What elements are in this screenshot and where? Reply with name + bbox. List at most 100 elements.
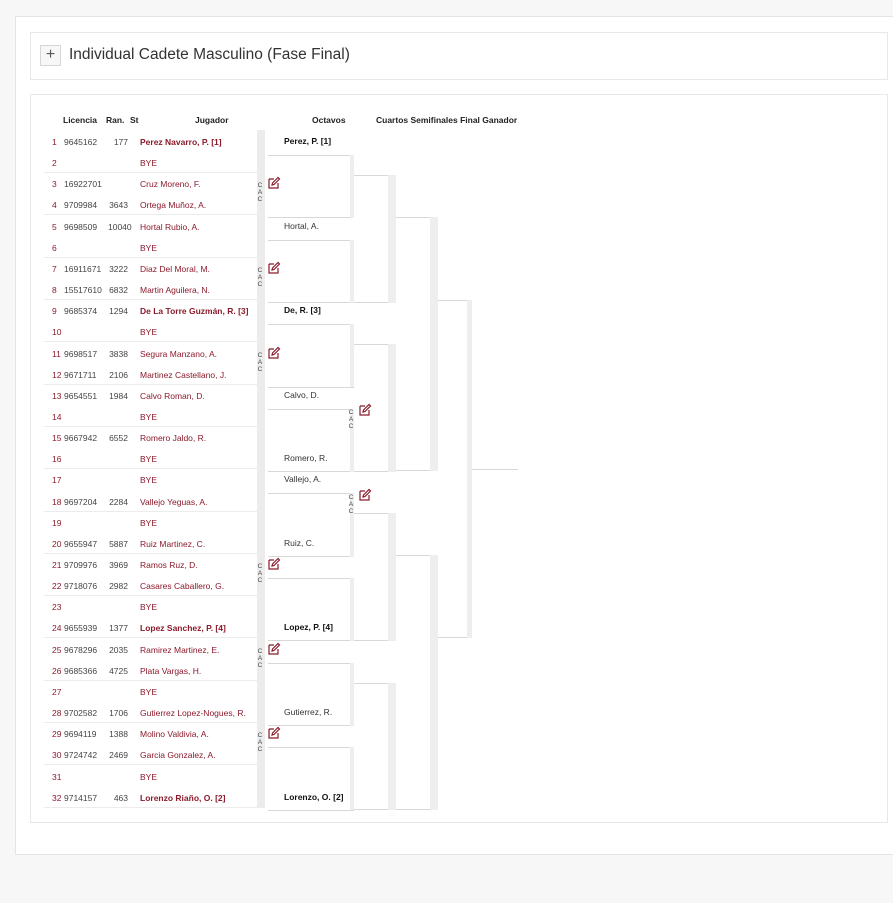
edit-result-icon[interactable] xyxy=(267,726,281,740)
bracket-bar xyxy=(430,217,438,472)
octavos-name: Perez, P. [1] xyxy=(284,136,332,146)
bracket-bar xyxy=(388,344,396,472)
bracket-bar xyxy=(350,239,354,303)
bracket-line xyxy=(268,155,354,156)
player-ranking: 1706 xyxy=(109,708,128,719)
player-name: Segura Manzano, A. xyxy=(140,348,218,359)
bracket-line xyxy=(354,344,394,346)
player-license: 9685374 xyxy=(64,306,98,317)
bracket-bar xyxy=(388,682,396,811)
edit-result-icon[interactable] xyxy=(267,557,281,571)
player-number: 2 xyxy=(52,158,57,169)
player-number: 30 xyxy=(52,750,62,761)
player-row: 19 BYE xyxy=(44,512,264,532)
player-ranking: 10040 xyxy=(108,221,132,232)
player-number: 4 xyxy=(52,200,57,211)
bracket-line xyxy=(268,324,354,326)
player-license: 9694119 xyxy=(64,729,97,740)
bracket-bar xyxy=(467,300,472,638)
player-number: 10 xyxy=(52,327,62,338)
player-ranking: 177 xyxy=(113,137,128,147)
edit-result-icon[interactable] xyxy=(267,346,281,360)
bracket-line xyxy=(268,662,354,664)
player-number: 5 xyxy=(52,221,57,232)
expand-button[interactable]: + xyxy=(40,45,61,66)
edit-result-icon[interactable] xyxy=(267,176,281,190)
bracket-bar xyxy=(350,578,354,642)
player-number: 32 xyxy=(52,792,62,803)
player-name: BYE xyxy=(140,517,158,528)
player-ranking: 6552 xyxy=(109,433,128,444)
player-license: 9714157 xyxy=(64,792,98,803)
edit-result-icon[interactable] xyxy=(267,261,281,275)
player-name: Ramos Ruz, D. xyxy=(140,560,198,570)
edit-result-icon[interactable] xyxy=(267,642,281,656)
octavos-name: Calvo, D. xyxy=(284,389,319,400)
bracket-line xyxy=(268,493,354,495)
player-name: BYE xyxy=(140,158,158,169)
player-number: 27 xyxy=(52,686,62,697)
player-number: 29 xyxy=(52,729,62,740)
bracket-line xyxy=(268,239,354,241)
player-number: 15 xyxy=(52,433,62,444)
octavos-name: Ruiz, C. xyxy=(284,537,315,548)
player-license: 9698517 xyxy=(64,348,98,359)
bracket-panel xyxy=(30,94,888,823)
player-name: Garcia Gonzalez, A. xyxy=(140,750,216,761)
player-license: 16911671 xyxy=(64,263,102,274)
player-license: 9709976 xyxy=(64,560,98,570)
player-name: Diaz Del Moral, M. xyxy=(140,263,210,274)
player-name: Molino Valdivia, A. xyxy=(140,729,209,740)
player-name: Casares Caballero, G. xyxy=(140,581,225,592)
edit-result-icon[interactable] xyxy=(358,488,372,502)
bracket-line xyxy=(396,808,436,810)
player-name: Hortal Rubio, A. xyxy=(140,221,200,232)
octavos-name: Lorenzo, O. [2] xyxy=(284,791,344,802)
player-number: 14 xyxy=(52,411,62,422)
octavos-name: De, R. [3] xyxy=(284,305,321,316)
header-rounds: Cuartos Semifinales Final Ganador xyxy=(376,115,518,125)
player-name: Ortega Muñoz, A. xyxy=(140,200,207,211)
player-name: BYE xyxy=(140,686,158,697)
edit-result-icon[interactable] xyxy=(358,403,372,417)
player-license: 9655939 xyxy=(64,623,98,634)
bracket-line xyxy=(268,640,354,642)
player-license: 9671711 xyxy=(64,369,97,380)
player-name: De La Torre Guzmán, R. [3] xyxy=(140,306,249,317)
player-ranking: 3838 xyxy=(109,348,128,359)
player-number: 28 xyxy=(52,708,62,719)
player-ranking: 1984 xyxy=(109,390,128,401)
player-ranking: 2469 xyxy=(109,750,128,761)
player-number: 24 xyxy=(52,623,62,634)
octavos-name: Lopez, P. [4] xyxy=(284,622,333,633)
player-number: 19 xyxy=(52,517,62,528)
bracket-line xyxy=(354,640,394,641)
player-name: Plata Vargas, H. xyxy=(140,665,202,676)
bracket-line xyxy=(354,809,394,811)
bracket-line xyxy=(354,175,394,176)
player-number: 12 xyxy=(52,369,62,380)
player-ranking: 3643 xyxy=(109,200,128,211)
octavos-name: Romero, R. xyxy=(284,453,328,464)
player-ranking: 5887 xyxy=(109,538,128,549)
